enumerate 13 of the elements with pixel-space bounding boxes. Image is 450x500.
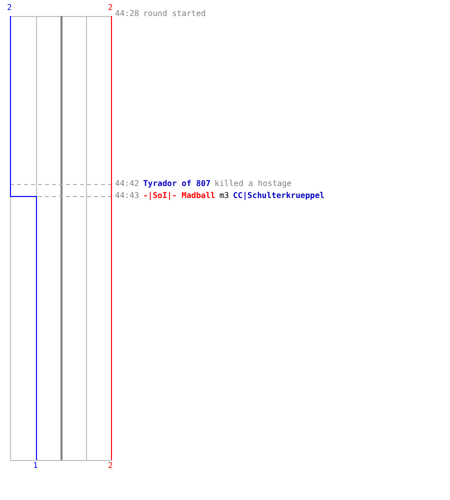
player-count: 2 <box>108 3 113 13</box>
player-name: Tyrador of 807 <box>143 179 211 189</box>
player-count: 2 <box>7 3 12 13</box>
weapon-name: m3 <box>219 191 229 201</box>
player-count: 1 <box>33 461 38 471</box>
event-text: round started <box>143 9 206 19</box>
event-text: killed a hostage <box>214 179 292 189</box>
player-name: -|SoI|- Madball <box>143 191 216 201</box>
event-time: 44:28 <box>115 9 140 19</box>
player-name: CC|Schulterkrueppel <box>232 191 324 201</box>
player-count: 2 <box>108 461 113 471</box>
event-time: 44:43 <box>115 191 140 201</box>
event-time: 44:42 <box>115 179 140 189</box>
